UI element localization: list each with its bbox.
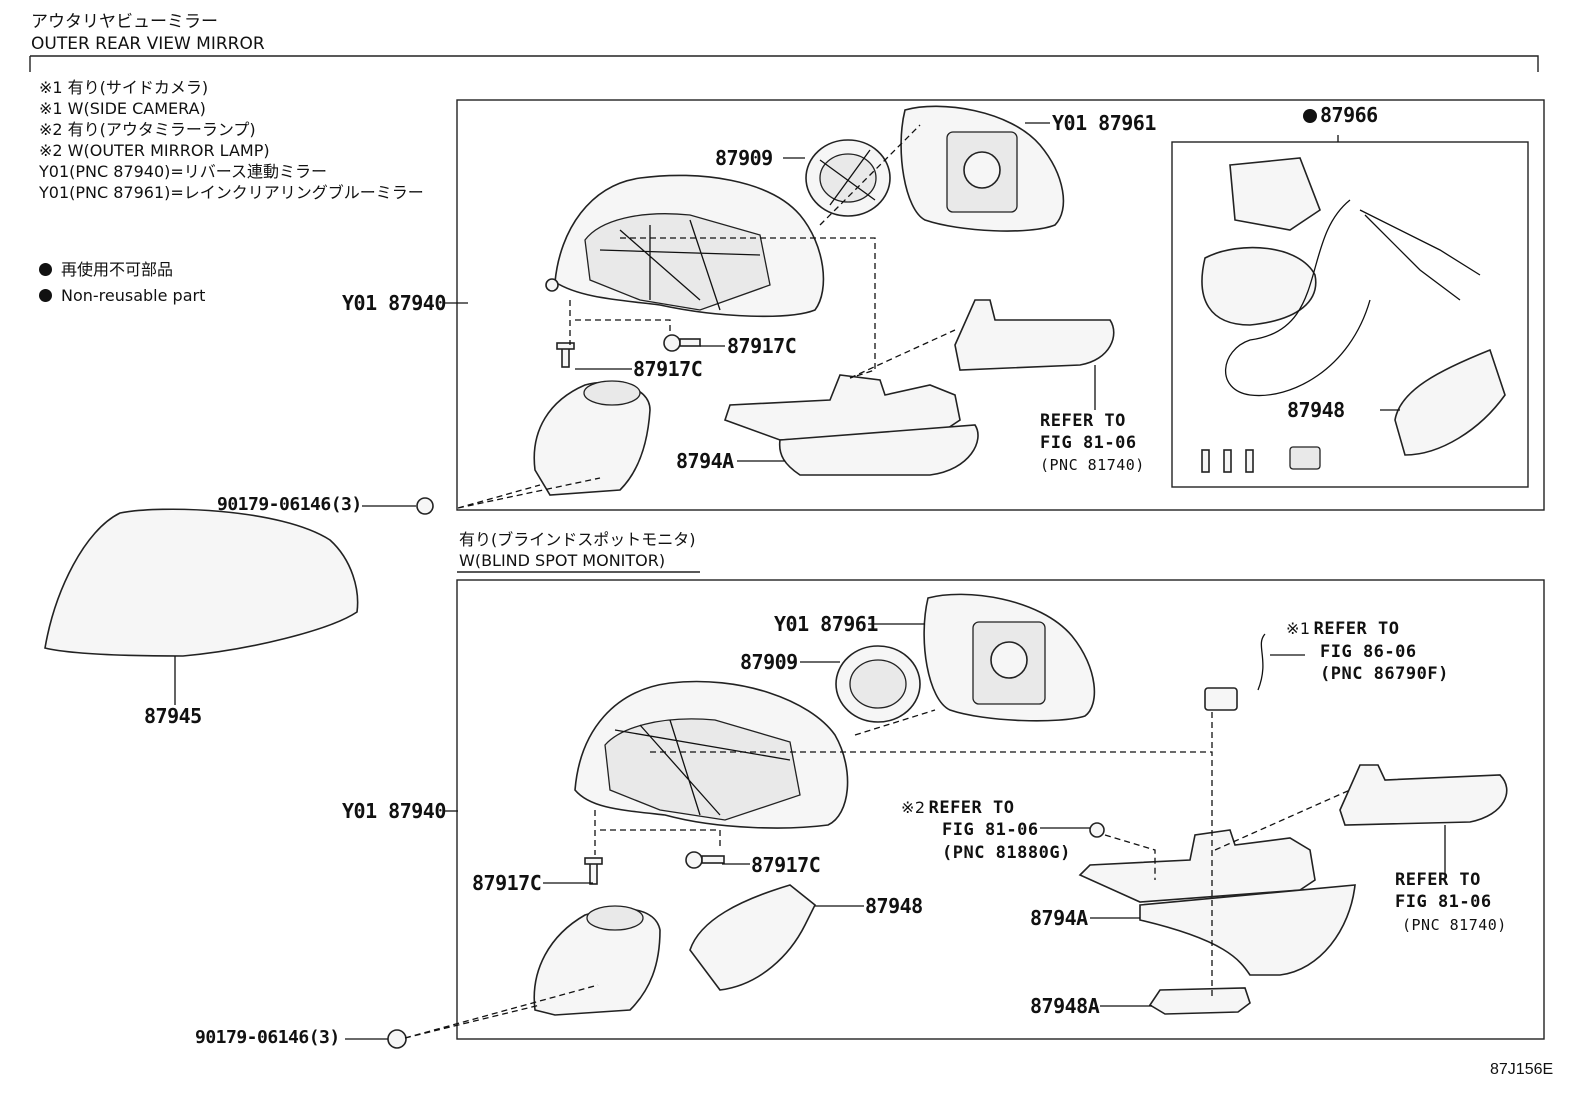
note-y01-87940: Y01(PNC 87940)=リバース連動ミラー [39,162,327,181]
note-side-camera-en: ※1 W(SIDE CAMERA) [39,99,206,118]
section2-title-jp: 有り(ブラインドスポットモニタ) [459,530,696,549]
top-group-frame [456,99,1545,511]
mirror-cover-87945 [44,508,359,705]
cover-87948-bottom [689,884,817,991]
note-side-camera-jp: ※1 有り(サイドカメラ) [39,78,209,97]
title-en: OUTER REAR VIEW MIRROR [31,34,265,54]
legend-nonreusable-en: Non-reusable part [39,288,205,304]
ref-camera-line2[interactable]: FIG 86-06 [1320,642,1417,662]
mirror-housing-top [545,174,825,318]
mirror-base-8794a-bottom [1078,829,1356,976]
header-rule [30,55,1539,72]
illustration-code: 87J156E [1490,1061,1554,1078]
label-87948a[interactable]: 87948A [1030,994,1100,1018]
mirror-housing-bottom [574,680,849,829]
label-87917c-top-a[interactable]: 87917C [633,357,703,381]
label-90179-bottom[interactable]: 90179-06146(3) [195,1027,340,1048]
ref-lamp-line3: (PNC 81880G) [942,843,1071,863]
ref-top-line3: (PNC 81740) [1040,456,1145,474]
leader-lines-top [362,122,1400,509]
screw-87917c-top-a [556,342,575,368]
label-87917c-bottom-b[interactable]: 87917C [751,853,821,877]
mirror-glass-bottom [923,593,1096,722]
label-y01-87940-bottom[interactable]: Y01 87940 [342,799,446,823]
nonreusable-dot-icon [1303,109,1317,123]
note-mirror-lamp-jp: ※2 有り(アウタミラーランプ) [39,120,256,139]
ref-side-line2[interactable]: FIG 81-06 [1395,892,1492,912]
ref-top-line1[interactable]: REFER TO [1040,411,1126,431]
label-87917c-bottom-a[interactable]: 87917C [472,871,542,895]
note-y01-87961: Y01(PNC 87961)=レインクリアリングブルーミラー [39,183,424,202]
label-y01-87940-top[interactable]: Y01 87940 [342,291,446,315]
label-87909-bottom[interactable]: 87909 [740,650,798,674]
mirror-glass-top [900,105,1065,232]
ref-top-line2[interactable]: FIG 81-06 [1040,433,1137,453]
screw-87917c-top-b [663,334,701,352]
title-jp: アウタリヤビューミラー [31,12,218,32]
kit-87966-frame [1171,141,1529,488]
clip-90179-bottom [387,1029,407,1049]
screw-87917c-bottom-b [685,851,725,869]
label-87945[interactable]: 87945 [144,704,202,728]
section2-title-en: W(BLIND SPOT MONITOR) [459,551,666,570]
label-87909-top[interactable]: 87909 [715,146,773,170]
ref-side-line1[interactable]: REFER TO [1395,870,1481,890]
label-8794a-top[interactable]: 8794A [676,449,734,473]
mirror-base-8794a-top [723,374,979,476]
label-y01-87961-bottom[interactable]: Y01 87961 [774,612,878,636]
label-87966[interactable]: 87966 [1303,105,1378,125]
actuator-87909-bottom [835,645,921,723]
turn-signal-top [954,299,1115,371]
bottom-group-frame [456,579,1545,1040]
label-87948-top[interactable]: 87948 [1287,398,1345,422]
label-87948-bottom[interactable]: 87948 [865,894,923,918]
ref-camera-line3: (PNC 86790F) [1320,664,1449,684]
lamp-bulb [1089,822,1105,838]
label-90179-top[interactable]: 90179-06146(3) [217,494,362,515]
note-mirror-lamp-en: ※2 W(OUTER MIRROR LAMP) [39,141,270,160]
bsm-module-87948a [1148,987,1251,1015]
clip-90179-top [416,497,434,515]
lower-cover-bottom [533,905,661,1016]
label-y01-87961-top[interactable]: Y01 87961 [1052,111,1156,135]
ref-side-line3: (PNC 81740) [1402,916,1507,934]
label-8794a-bottom[interactable]: 8794A [1030,906,1088,930]
nonreusable-dot-icon [39,263,52,276]
leader-lines-bottom [345,623,1446,1040]
turn-signal-bottom [1339,764,1508,826]
side-camera [1204,633,1266,711]
label-87917c-top-b[interactable]: 87917C [727,334,797,358]
kit-87966-contents [1201,157,1506,473]
nonreusable-dot-icon [39,289,52,302]
lower-cover-top [533,380,651,496]
actuator-87909-top [805,139,891,217]
ref-lamp-line2[interactable]: FIG 81-06 [942,820,1039,840]
legend-nonreusable-jp: 再使用不可部品 [39,262,173,278]
screw-87917c-bottom-a [584,857,603,885]
